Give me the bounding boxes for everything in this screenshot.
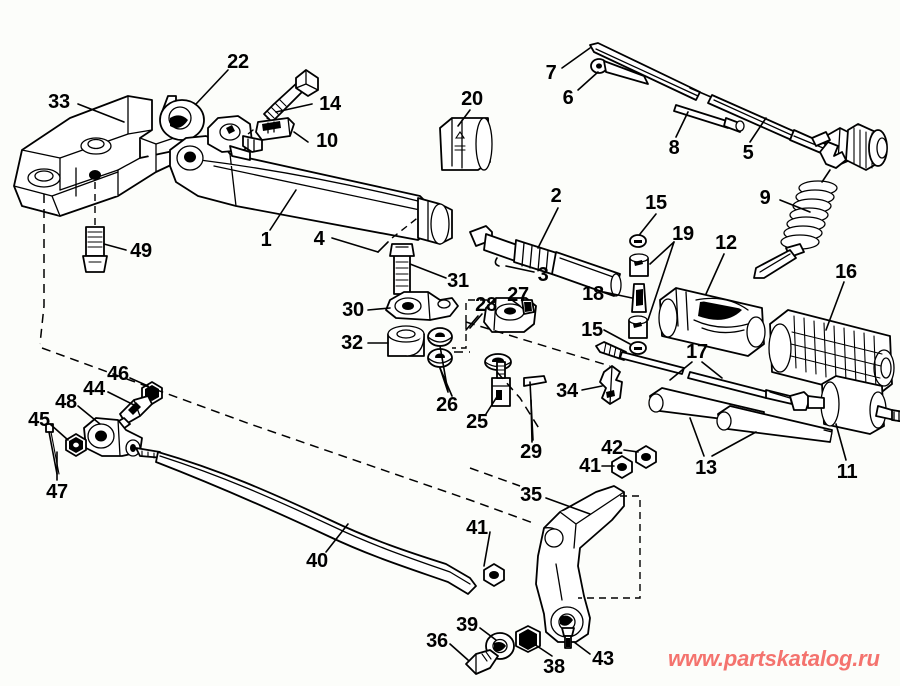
part-40-link-rod xyxy=(135,447,477,595)
part-49-bolt xyxy=(82,182,108,273)
callout-15-upper[interactable]: 15 xyxy=(645,192,667,214)
part-10-clip xyxy=(255,117,295,141)
part-1-tiller-arm xyxy=(169,115,453,253)
callout-7[interactable]: 7 xyxy=(545,62,557,84)
part-38-nut xyxy=(515,625,541,653)
part-31-bolt xyxy=(389,243,415,295)
callout-46[interactable]: 46 xyxy=(107,363,129,385)
callout-2[interactable]: 2 xyxy=(550,185,562,207)
callout-6[interactable]: 6 xyxy=(562,87,574,109)
part-36-bolt xyxy=(465,649,499,675)
callout-8[interactable]: 8 xyxy=(668,137,680,159)
callout-19[interactable]: 19 xyxy=(672,223,694,245)
part-34-retainer-clip xyxy=(599,365,623,405)
callout-34[interactable]: 34 xyxy=(556,380,578,402)
part-27-friction-block xyxy=(483,297,537,333)
callout-27[interactable]: 27 xyxy=(507,284,529,306)
callout-10[interactable]: 10 xyxy=(316,130,338,152)
callout-5[interactable]: 5 xyxy=(742,142,754,164)
callout-25[interactable]: 25 xyxy=(466,411,488,433)
callout-39[interactable]: 39 xyxy=(456,614,478,636)
callout-15-lower[interactable]: 15 xyxy=(581,319,603,341)
callout-22[interactable]: 22 xyxy=(227,51,249,73)
part-13-tube-spacers xyxy=(648,387,833,443)
callout-4[interactable]: 4 xyxy=(313,228,325,250)
callout-1[interactable]: 1 xyxy=(260,229,272,251)
assembly-guide-lines xyxy=(39,194,611,525)
callout-38[interactable]: 38 xyxy=(543,656,565,678)
callout-41-upper[interactable]: 41 xyxy=(579,455,601,477)
callout-13[interactable]: 13 xyxy=(695,457,717,479)
callout-41-lower[interactable]: 41 xyxy=(466,517,488,539)
callout-18[interactable]: 18 xyxy=(582,283,604,305)
callout-32[interactable]: 32 xyxy=(341,332,363,354)
callout-17[interactable]: 17 xyxy=(686,341,708,363)
part-11-cable-end xyxy=(789,375,900,435)
callout-11[interactable]: 11 xyxy=(836,461,858,483)
site-watermark: www.partskatalog.ru xyxy=(668,646,880,671)
part-45-nut xyxy=(65,433,87,457)
callout-20[interactable]: 20 xyxy=(461,88,483,110)
callout-16[interactable]: 16 xyxy=(835,261,857,283)
callout-48[interactable]: 48 xyxy=(55,391,77,413)
part-48-link-end xyxy=(83,417,143,457)
callout-26[interactable]: 26 xyxy=(436,394,458,416)
callout-35[interactable]: 35 xyxy=(520,484,542,506)
part-41-nut-b xyxy=(483,563,505,587)
part-29-pin xyxy=(523,375,547,441)
part-41-nut-a xyxy=(611,455,633,479)
callout-45[interactable]: 45 xyxy=(28,409,50,431)
part-26-washers xyxy=(427,327,453,393)
part-6-joint xyxy=(590,58,649,85)
part-28-bracket-outline xyxy=(452,299,490,349)
part-42-nut xyxy=(635,445,657,469)
part-2-throttle-shaft xyxy=(469,225,622,297)
callout-29[interactable]: 29 xyxy=(520,441,542,463)
callout-12[interactable]: 12 xyxy=(715,232,737,254)
callout-31[interactable]: 31 xyxy=(447,270,469,292)
callout-36[interactable]: 36 xyxy=(426,630,448,652)
part-15-19-bushings xyxy=(628,234,649,355)
callout-40[interactable]: 40 xyxy=(306,550,328,572)
callout-28[interactable]: 28 xyxy=(475,294,497,316)
part-30-cam-plate xyxy=(385,291,459,321)
callout-33[interactable]: 33 xyxy=(48,91,70,113)
part-35-steering-arm xyxy=(535,485,641,643)
callout-42[interactable]: 42 xyxy=(601,437,623,459)
part-32-spacer xyxy=(387,325,425,357)
part-20-grommet xyxy=(439,117,493,171)
callout-14[interactable]: 14 xyxy=(319,93,341,115)
part-43-screw xyxy=(561,627,575,649)
callout-leaders xyxy=(49,47,847,661)
part-16-hand-grip xyxy=(768,309,895,399)
callout-49[interactable]: 49 xyxy=(130,240,152,262)
part-7-link-rod xyxy=(589,42,801,143)
part-8-pin xyxy=(673,104,745,133)
part-12-grip-sleeve xyxy=(658,287,766,357)
callout-3[interactable]: 3 xyxy=(537,264,549,286)
callout-47[interactable]: 47 xyxy=(46,481,68,503)
callout-9[interactable]: 9 xyxy=(759,187,771,209)
callout-44[interactable]: 44 xyxy=(83,378,105,400)
callout-43[interactable]: 43 xyxy=(592,648,614,670)
callout-30[interactable]: 30 xyxy=(342,299,364,321)
part-22-bushing xyxy=(159,99,205,141)
part-9-spring xyxy=(753,141,847,279)
